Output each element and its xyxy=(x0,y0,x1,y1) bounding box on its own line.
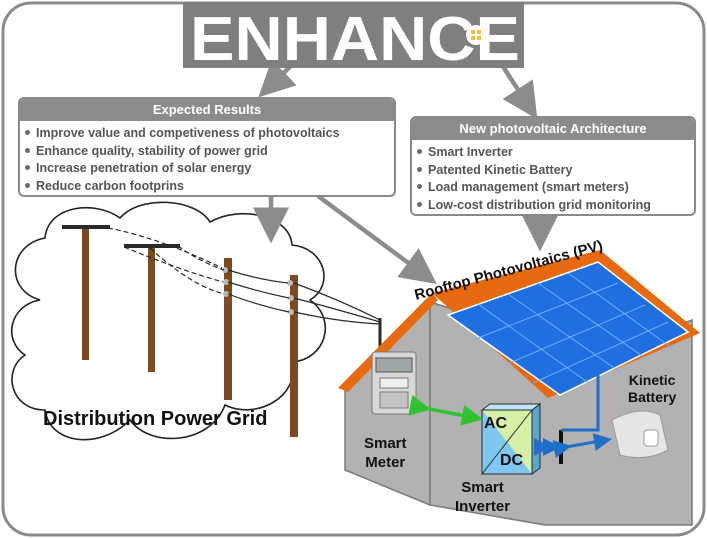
list-item: Enhance quality, stability of power grid xyxy=(25,143,394,161)
bullet-icon xyxy=(417,184,422,190)
bullet-icon xyxy=(25,147,30,153)
list-item: Low-cost distribution grid monitoring xyxy=(417,197,694,215)
list-item: Reduce carbon footprins xyxy=(25,178,394,196)
list-item: Patented Kinetic Battery xyxy=(417,162,694,180)
expected-results-panel: Expected Results Improve value and compe… xyxy=(18,97,396,197)
solar-panel-array xyxy=(446,261,690,396)
crossarm-2 xyxy=(124,244,180,248)
dc-bus-bar xyxy=(559,430,563,464)
crossarm-1 xyxy=(62,225,110,229)
list-item: Improve value and competiveness of photo… xyxy=(25,125,394,143)
pole-4 xyxy=(290,275,298,437)
grid-cloud xyxy=(10,201,327,441)
architecture-panel: New photovoltaic Architecture Smart Inve… xyxy=(410,116,696,216)
pole-2 xyxy=(148,246,155,372)
kinetic-battery-icon xyxy=(611,410,669,459)
bullet-icon xyxy=(25,130,30,136)
bullet-icon xyxy=(417,201,422,207)
bus-battery-arrow xyxy=(552,433,612,458)
meter-inverter-arrow xyxy=(408,395,483,426)
kinetic-battery-label: Kinetic Battery xyxy=(628,372,677,405)
smart-meter-icon xyxy=(371,351,417,415)
inverter-ac-label: AC xyxy=(484,415,508,432)
architecture-list: Smart Inverter Patented Kinetic Battery … xyxy=(412,140,694,214)
smart-inverter-label: Smart Inverter xyxy=(455,479,511,515)
results-to-rooftop-arrow xyxy=(316,194,437,285)
distribution-grid-label: Distribution Power Grid xyxy=(43,408,268,430)
smart-inverter-icon xyxy=(480,403,542,475)
logo-banner: ENHANCE xyxy=(183,2,524,74)
inverter-dc-label: DC xyxy=(500,452,524,469)
bullet-icon xyxy=(25,182,30,188)
pv-bus-connector xyxy=(561,375,600,432)
logo-to-architecture-arrow xyxy=(498,60,538,120)
list-item: Load management (smart meters) xyxy=(417,179,694,197)
utility-poles xyxy=(62,225,298,437)
logo-text: ENHANCE xyxy=(190,5,520,74)
list-item: Increase penetration of solar energy xyxy=(25,160,394,178)
bullet-icon xyxy=(417,149,422,155)
bullet-icon xyxy=(417,166,422,172)
solar-panel-grid xyxy=(472,272,673,385)
architecture-title: New photovoltaic Architecture xyxy=(412,118,694,140)
expected-results-title: Expected Results xyxy=(20,99,394,121)
smart-meter-label: Smart Meter xyxy=(364,435,407,471)
list-item: Smart Inverter xyxy=(417,144,694,162)
power-lines xyxy=(107,227,382,362)
pole-1 xyxy=(82,228,89,360)
expected-results-list: Improve value and competiveness of photo… xyxy=(20,121,394,195)
pole-3 xyxy=(224,258,232,400)
flow-arrows xyxy=(253,59,558,285)
bullet-icon xyxy=(25,165,30,171)
roof-gable-edge xyxy=(338,293,438,392)
sun-grid-logo-icon xyxy=(466,25,486,45)
